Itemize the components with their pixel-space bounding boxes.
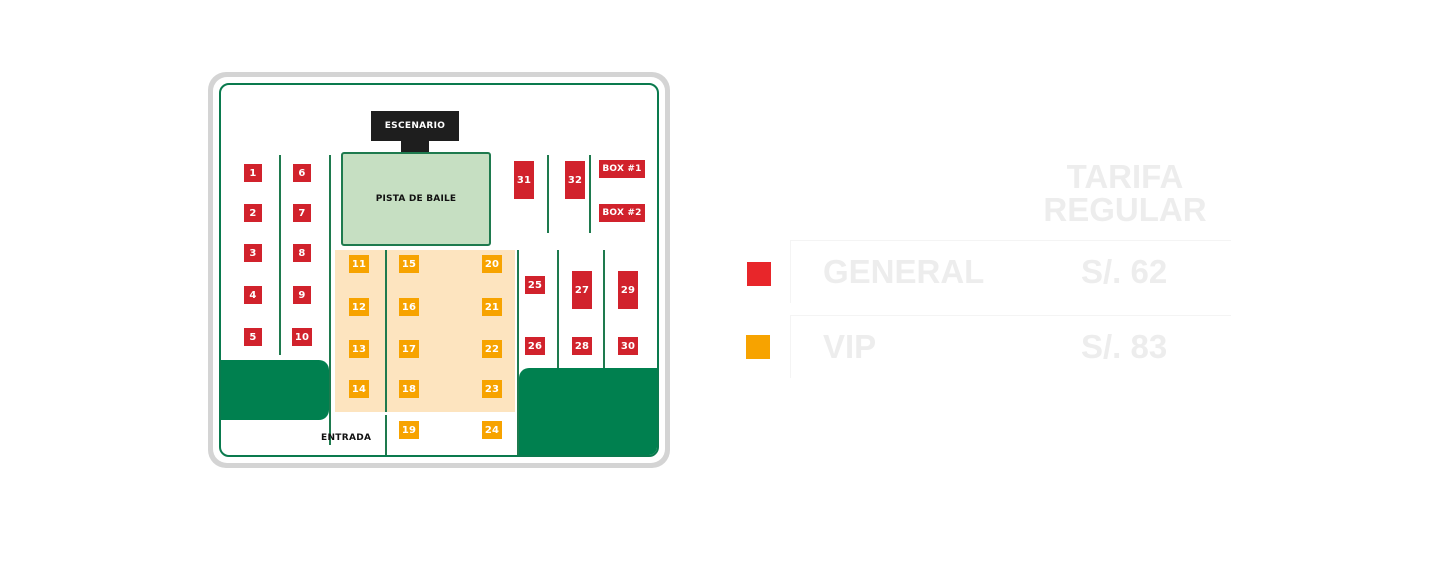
seat-23[interactable]: 23 bbox=[482, 380, 502, 398]
seat-8[interactable]: 8 bbox=[293, 244, 311, 262]
aisle-line bbox=[603, 250, 605, 370]
seat-27[interactable]: 27 bbox=[572, 271, 592, 309]
box-2[interactable]: BOX #2 bbox=[599, 204, 645, 222]
ticket-type-name: VIP bbox=[823, 328, 877, 365]
aisle-line bbox=[589, 155, 591, 233]
pricing-header-line1: TARIFA bbox=[1066, 158, 1184, 195]
seat-20[interactable]: 20 bbox=[482, 255, 502, 273]
seat-19[interactable]: 19 bbox=[399, 421, 419, 439]
aisle-line bbox=[517, 250, 519, 455]
seat-22[interactable]: 22 bbox=[482, 340, 502, 358]
pricing-header-line2: REGULAR bbox=[1043, 191, 1207, 228]
vip-color-swatch bbox=[746, 335, 770, 359]
box-1[interactable]: BOX #1 bbox=[599, 160, 645, 178]
seat-13[interactable]: 13 bbox=[349, 340, 369, 358]
seat-15[interactable]: 15 bbox=[399, 255, 419, 273]
seat-14[interactable]: 14 bbox=[349, 380, 369, 398]
seat-18[interactable]: 18 bbox=[399, 380, 419, 398]
venue-map-border: ESCENARIO PISTA DE BAILE 1 2 3 4 5 6 7 8… bbox=[213, 77, 665, 463]
seat-24[interactable]: 24 bbox=[482, 421, 502, 439]
seat-28[interactable]: 28 bbox=[572, 337, 592, 355]
general-color-swatch bbox=[747, 262, 771, 286]
dance-floor: PISTA DE BAILE bbox=[341, 152, 491, 246]
aisle-line bbox=[557, 250, 559, 370]
stage: ESCENARIO bbox=[371, 111, 459, 141]
ticket-price: S/. 62 bbox=[1081, 253, 1168, 290]
entrance-label: ENTRADA bbox=[321, 433, 372, 443]
seat-11[interactable]: 11 bbox=[349, 255, 369, 273]
seat-9[interactable]: 9 bbox=[293, 286, 311, 304]
venue-map: ESCENARIO PISTA DE BAILE 1 2 3 4 5 6 7 8… bbox=[208, 72, 670, 468]
seat-5[interactable]: 5 bbox=[244, 328, 262, 346]
ticket-price: S/. 83 bbox=[1081, 328, 1168, 365]
seat-30[interactable]: 30 bbox=[618, 337, 638, 355]
aisle-line bbox=[385, 415, 387, 455]
seat-12[interactable]: 12 bbox=[349, 298, 369, 316]
seat-2[interactable]: 2 bbox=[244, 204, 262, 222]
aisle-line bbox=[547, 155, 549, 233]
ticket-type-name: GENERAL bbox=[823, 253, 985, 290]
seat-6[interactable]: 6 bbox=[293, 164, 311, 182]
pricing-row-vip: VIP S/. 83 bbox=[790, 315, 1231, 378]
venue-floor: ESCENARIO PISTA DE BAILE 1 2 3 4 5 6 7 8… bbox=[219, 83, 659, 457]
seat-21[interactable]: 21 bbox=[482, 298, 502, 316]
seat-16[interactable]: 16 bbox=[399, 298, 419, 316]
seat-31[interactable]: 31 bbox=[514, 161, 534, 199]
seat-29[interactable]: 29 bbox=[618, 271, 638, 309]
pricing-row-general: GENERAL S/. 62 bbox=[790, 240, 1231, 303]
aisle-line bbox=[279, 155, 281, 355]
seat-10[interactable]: 10 bbox=[292, 328, 312, 346]
green-area-left bbox=[221, 360, 329, 420]
pricing-header: TARIFA REGULAR bbox=[1010, 160, 1240, 226]
aisle-line bbox=[329, 155, 331, 445]
seat-25[interactable]: 25 bbox=[525, 276, 545, 294]
seat-1[interactable]: 1 bbox=[244, 164, 262, 182]
seat-7[interactable]: 7 bbox=[293, 204, 311, 222]
seat-32[interactable]: 32 bbox=[565, 161, 585, 199]
aisle-line bbox=[385, 250, 387, 412]
seat-17[interactable]: 17 bbox=[399, 340, 419, 358]
seat-3[interactable]: 3 bbox=[244, 244, 262, 262]
seat-4[interactable]: 4 bbox=[244, 286, 262, 304]
seat-26[interactable]: 26 bbox=[525, 337, 545, 355]
green-area-right bbox=[519, 368, 657, 455]
